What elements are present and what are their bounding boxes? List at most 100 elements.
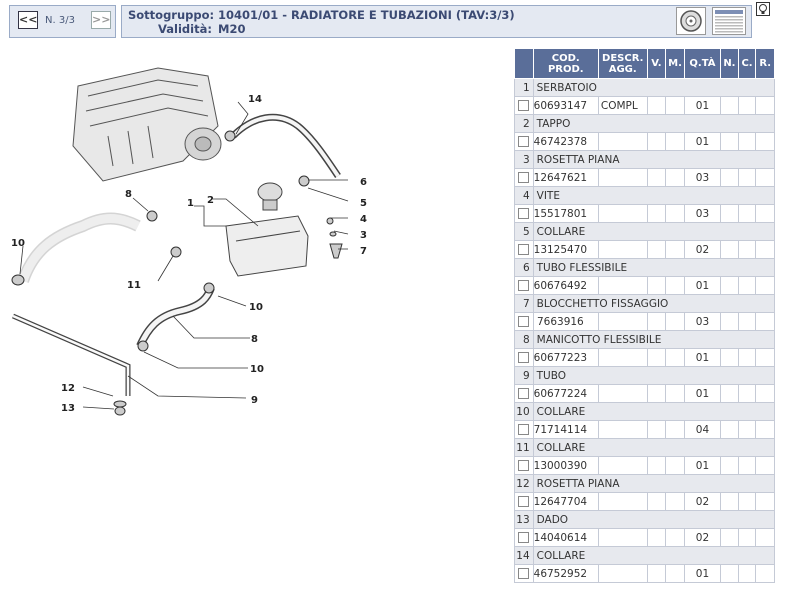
part-n [720,420,739,439]
part-c [737,456,757,475]
svg-text:6: 6 [360,177,367,188]
part-r [755,420,775,439]
table-header-row: COD. PROD. DESCR. AGG. V. M. Q.TÀ N. C. … [514,48,775,79]
part-select-cell [514,348,534,367]
part-r [755,528,775,547]
manicotto-hose-drawing [136,286,215,348]
part-v [646,528,667,547]
part-v [646,420,667,439]
parts-list-thumbnail-icon[interactable] [712,7,746,35]
part-v [646,240,667,259]
part-data-row: 7663916 03 [514,312,775,331]
part-select-checkbox[interactable] [518,532,530,543]
part-select-checkbox[interactable] [518,208,530,219]
part-select-checkbox[interactable] [518,388,530,399]
part-select-checkbox[interactable] [518,352,530,363]
part-qty: 03 [683,312,722,331]
part-descr [597,384,648,403]
wheel-thumbnail-icon[interactable] [676,7,706,35]
part-index: 14 [514,546,534,565]
part-name: TUBO FLESSIBILE [532,258,776,277]
part-m [665,420,685,439]
part-n [720,132,739,151]
svg-text:14: 14 [248,94,262,105]
part-descr [597,312,648,331]
part-r [755,240,775,259]
part-index: 6 [514,258,534,277]
part-n [720,528,739,547]
svg-text:10: 10 [11,238,25,249]
part-select-checkbox[interactable] [518,496,530,507]
part-r [755,276,775,295]
prev-page-button[interactable]: << [18,11,38,29]
part-select-checkbox[interactable] [518,280,530,291]
part-v [646,168,667,187]
part-n [720,96,739,115]
part-name: ROSETTA PIANA [532,474,776,493]
part-v [646,96,667,115]
header-c: C. [737,48,757,79]
part-qty: 02 [683,240,722,259]
part-m [665,348,685,367]
part-select-checkbox[interactable] [518,460,530,471]
part-select-checkbox[interactable] [518,244,530,255]
part-r [755,312,775,331]
part-n [720,276,739,295]
svg-text:2: 2 [207,195,214,206]
part-name: COLLARE [532,402,776,421]
part-select-checkbox[interactable] [518,316,530,327]
part-descr [597,456,648,475]
part-name: COLLARE [532,222,776,241]
part-select-cell [514,528,534,547]
page-navigator: << N. 3/3 >> [9,5,116,38]
part-select-cell [514,276,534,295]
lightbulb-help-icon[interactable] [756,2,770,16]
part-index: 8 [514,330,534,349]
part-select-checkbox[interactable] [518,568,530,579]
validita-value: M20 [218,22,246,36]
part-name: BLOCCHETTO FISSAGGIO [532,294,776,313]
part-select-cell [514,96,534,115]
part-c [737,348,757,367]
part-select-checkbox[interactable] [518,424,530,435]
part-r [755,168,775,187]
header-m: M. [665,48,685,79]
part-select-cell [514,564,534,583]
part-code: 12647704 [532,492,599,511]
part-index: 12 [514,474,534,493]
part-c [737,276,757,295]
next-page-button[interactable]: >> [91,11,111,29]
part-v [646,348,667,367]
part-descr [597,348,648,367]
part-r [755,348,775,367]
part-n [720,456,739,475]
part-c [737,312,757,331]
part-select-checkbox[interactable] [518,136,530,147]
part-v [646,564,667,583]
header-index [514,48,534,79]
part-code: 7663916 [532,312,599,331]
part-m [665,96,685,115]
part-index: 3 [514,150,534,169]
part-code: 46742378 [532,132,599,151]
svg-text:11: 11 [127,280,141,291]
part-select-checkbox[interactable] [518,100,530,111]
part-qty: 03 [683,204,722,223]
part-descr [597,528,648,547]
part-select-cell [514,132,534,151]
parts-table: COD. PROD. DESCR. AGG. V. M. Q.TÀ N. C. … [514,48,776,583]
part-descr [597,168,648,187]
part-select-checkbox[interactable] [518,172,530,183]
part-m [665,564,685,583]
sottogruppo-label: Sottogruppo: [128,8,215,22]
